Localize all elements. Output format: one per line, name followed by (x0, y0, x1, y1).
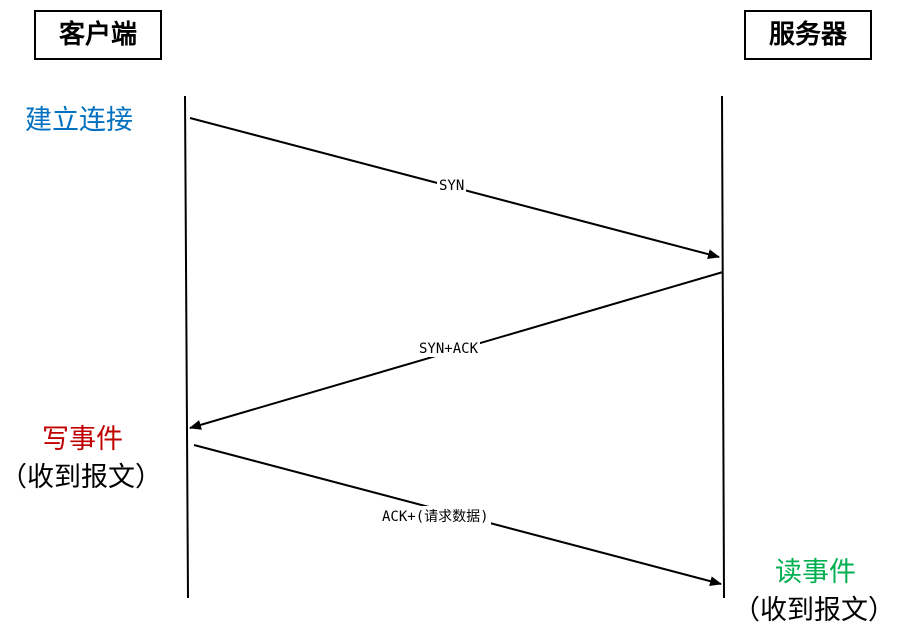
syn-ack-label: SYN+ACK (417, 341, 481, 357)
read-event-sub: （收到报文） (733, 595, 895, 626)
client-box: 客户端 (34, 10, 162, 60)
write-event-sub: （收到报文） (0, 462, 162, 493)
connect-label: 建立连接 (25, 105, 133, 136)
server-lifeline (721, 95, 725, 599)
read-event-label: 读事件 (775, 557, 856, 588)
server-box: 服务器 (744, 10, 872, 60)
ack-label: ACK+(请求数据) (380, 506, 491, 526)
syn-label: SYN (437, 178, 467, 194)
client-lifeline (184, 95, 189, 599)
write-event-label: 写事件 (42, 424, 123, 455)
